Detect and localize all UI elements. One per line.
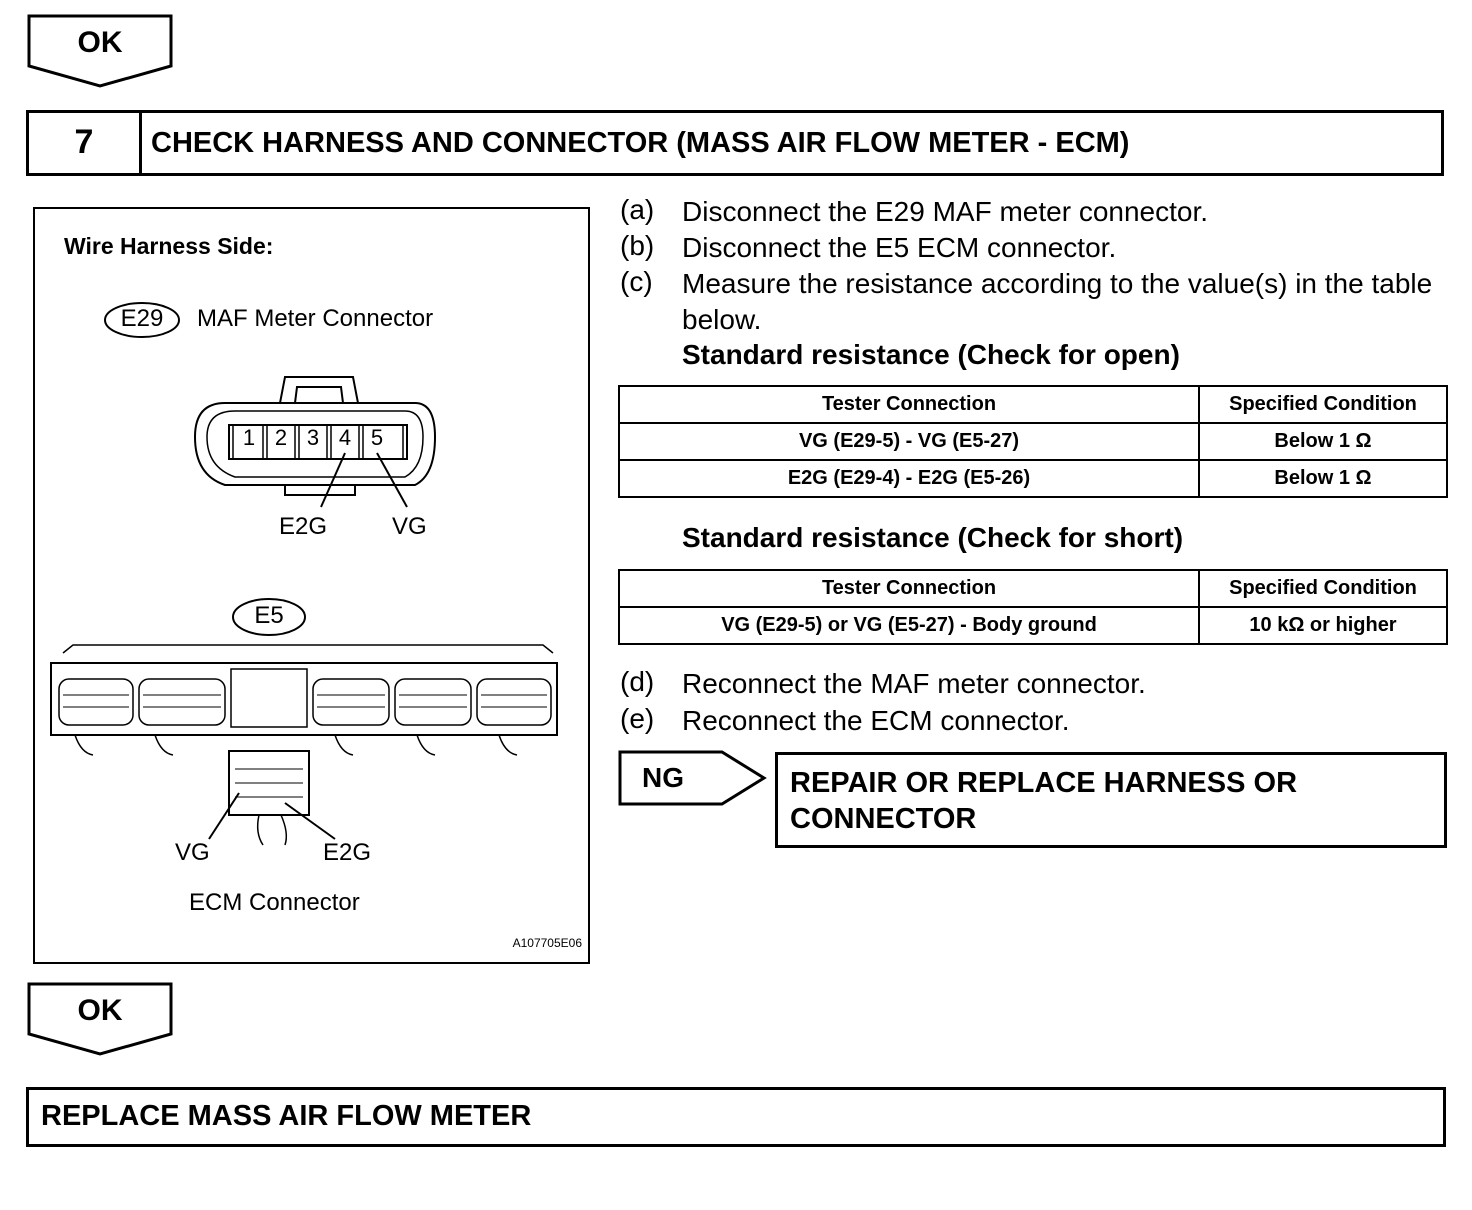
instruction-e-label: (e) [620,703,655,734]
step-header: 7 CHECK HARNESS AND CONNECTOR (MASS AIR … [26,110,1444,176]
ok-arrow-top-label: OK [77,26,123,59]
ecm-connector-drawing [50,644,558,846]
instruction-d-text: Reconnect the MAF meter connector. [682,668,1146,699]
table-open-cell: E2G (E29-4) - E2G (E5-26) [618,459,1200,498]
std-short-heading: Standard resistance (Check for short) [682,522,1184,553]
table-open-header-2: Specified Condition [1198,385,1448,424]
e5-ellipse [232,598,306,636]
step-title: CHECK HARNESS AND CONNECTOR (MASS AIR FL… [151,127,1130,159]
table-short-header-1: Tester Connection [618,569,1200,608]
instruction-c-text: Measure the resistance according to the … [682,268,1433,335]
table-open-cell: Below 1 Ω [1198,459,1448,498]
figure-heading: Wire Harness Side: [64,233,274,259]
pin-2: 2 [274,425,288,450]
table-short: Tester Connection Specified Condition VG… [618,569,1448,645]
maf-e2g-label: E2G [279,513,328,540]
table-row: VG (E29-5) or VG (E5-27) - Body ground 1… [618,606,1448,645]
pin-1: 1 [242,425,256,450]
ok-arrow-top: OK [27,14,173,90]
instruction-a-label: (a) [620,194,655,225]
e29-label: MAF Meter Connector [197,305,434,332]
instruction-b-text: Disconnect the E5 ECM connector. [682,232,1117,263]
e5-code: E5 [254,602,284,629]
instruction-d-label: (d) [620,666,655,697]
instruction-b-label: (b) [620,230,655,261]
wiring-figure: Wire Harness Side: E29 MAF Meter Connect… [33,207,590,964]
maf-vg-label: VG [392,513,427,540]
e29-ellipse [104,302,180,338]
maf-connector-drawing [193,376,437,508]
ok-arrow-bottom: OK [27,982,173,1058]
table-open: Tester Connection Specified Condition VG… [618,385,1448,498]
figure-id: A107705E06 [512,936,582,950]
pin-4: 4 [338,425,352,450]
ecm-e2g-label: E2G [323,839,372,866]
table-row: VG (E29-5) - VG (E5-27) Below 1 Ω [618,422,1448,461]
instruction-a-text: Disconnect the E29 MAF meter connector. [682,196,1209,227]
ecm-vg-label: VG [175,839,210,866]
ecm-label: ECM Connector [189,889,360,916]
std-open-heading: Standard resistance (Check for open) [682,339,1180,370]
ng-arrow: NG [618,750,768,808]
table-open-cell: VG (E29-5) - VG (E5-27) [618,422,1200,461]
table-short-cell: VG (E29-5) or VG (E5-27) - Body ground [618,606,1200,645]
table-open-header-1: Tester Connection [618,385,1200,424]
table-open-cell: Below 1 Ω [1198,422,1448,461]
ng-arrow-label: NG [642,762,684,793]
step-number: 7 [29,113,142,173]
table-row: E2G (E29-4) - E2G (E5-26) Below 1 Ω [618,459,1448,498]
ok-arrow-bottom-label: OK [77,994,123,1027]
final-action-box: REPLACE MASS AIR FLOW METER [26,1087,1446,1147]
table-short-cell: 10 kΩ or higher [1198,606,1448,645]
pin-3: 3 [306,425,320,450]
e29-code: E29 [120,305,164,332]
pin-5: 5 [370,425,384,450]
ng-action-box: REPAIR OR REPLACE HARNESS OR CONNECTOR [775,752,1447,848]
table-short-header-2: Specified Condition [1198,569,1448,608]
instruction-c-label: (c) [620,266,653,297]
instruction-e-text: Reconnect the ECM connector. [682,705,1070,736]
